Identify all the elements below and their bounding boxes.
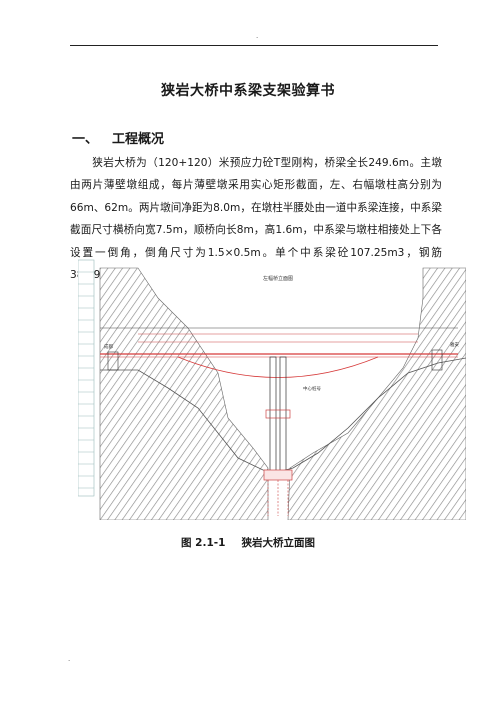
elevation-scale xyxy=(77,259,95,497)
footer-mark: . xyxy=(68,655,71,663)
section-label: 工程概况 xyxy=(112,132,165,147)
figure-mid-label: 中心桩号 xyxy=(303,385,321,392)
right-abutment xyxy=(431,349,443,371)
left-rock-slope xyxy=(99,267,269,521)
right-rock-slope xyxy=(287,267,467,521)
overview-paragraph: 狭岩大桥为（120+120）米预应力砼T型刚构，桥梁全长249.6m。主墩由两片… xyxy=(70,152,442,286)
page-title: 狭岩大桥中系梁支架验算书 xyxy=(161,83,335,99)
header-rule xyxy=(70,45,438,46)
figure-left-label: 成都 xyxy=(104,343,113,350)
section-heading: 一、工程概况 xyxy=(72,128,164,147)
figure-top-label: 左幅桥立面图 xyxy=(263,275,293,282)
main-pier xyxy=(263,356,293,481)
section-number: 一、 xyxy=(72,132,99,147)
bridge-elevation-drawing: 左幅桥立面图 成都 雅安 中心桩号 xyxy=(77,259,467,521)
bridge-deck xyxy=(100,327,458,378)
caption-text: 狭岩大桥立面图 xyxy=(241,537,315,549)
figure-right-label: 雅安 xyxy=(450,341,459,348)
pier-piles xyxy=(267,480,289,516)
bridge-elevation-figure: 左幅桥立面图 成都 雅安 中心桩号 xyxy=(77,258,467,521)
overview-text: 狭岩大桥为（120+120）米预应力砼T型刚构，桥梁全长249.6m。主墩由两片… xyxy=(70,157,442,282)
left-abutment xyxy=(107,351,119,371)
caption-number: 图 2.1-1 xyxy=(181,537,226,549)
figure-caption: 图 2.1-1 狭岩大桥立面图 xyxy=(0,535,496,550)
header-mark: . xyxy=(256,32,259,40)
